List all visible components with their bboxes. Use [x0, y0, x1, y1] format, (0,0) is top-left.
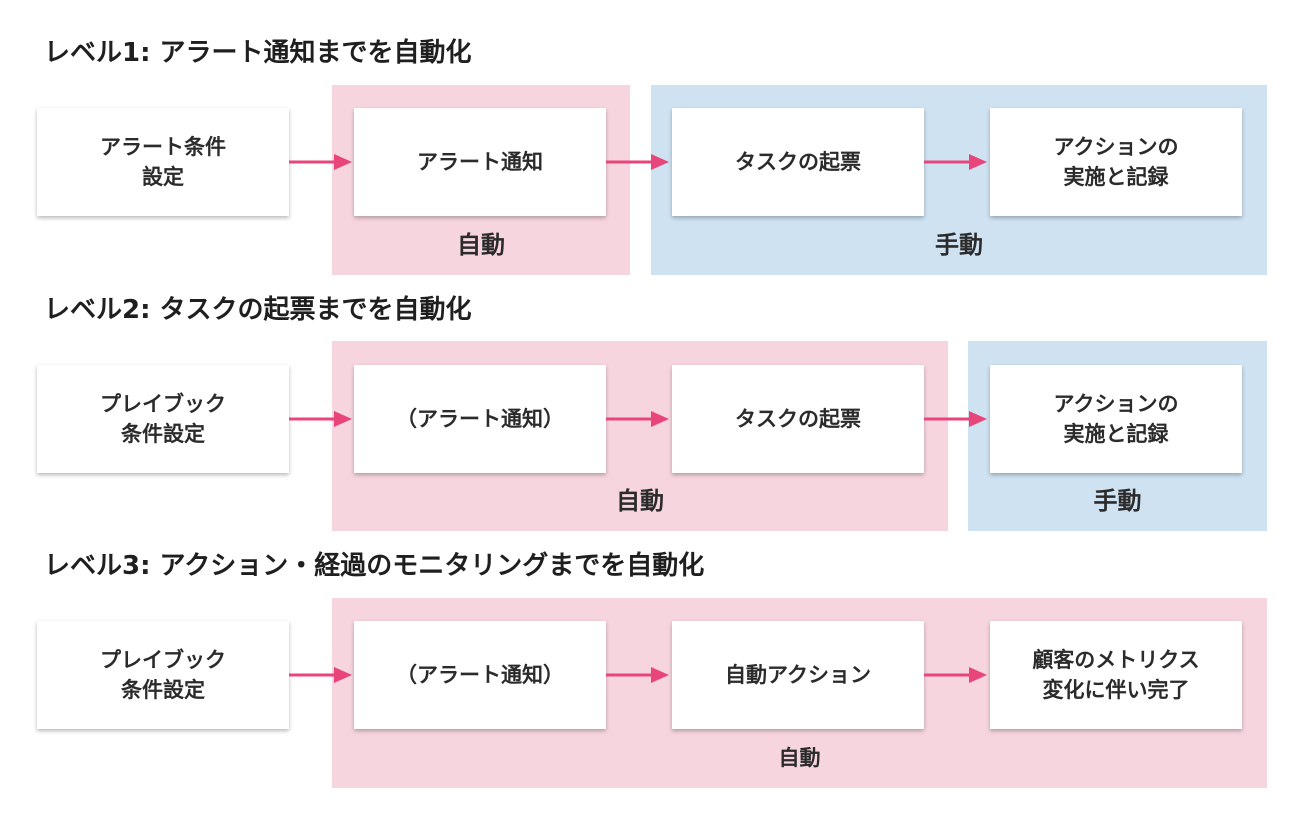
level-3-auto-label: 自動 — [778, 746, 821, 770]
level-1-step-1: アラート条件 設定 — [37, 108, 289, 216]
level-1-manual-label: 手動 — [935, 231, 983, 259]
arrowhead-1-1 — [334, 154, 352, 170]
arrowhead-1-2 — [651, 154, 669, 170]
level-2-step-1-label: プレイブック 条件設定 — [100, 392, 226, 446]
level-2-step-4: アクションの 実施と記録 — [990, 365, 1242, 473]
level-1-step-2: アラート通知 — [354, 108, 606, 216]
level-3-step-4: 顧客のメトリクス 変化に伴い完了 — [990, 621, 1242, 729]
level-1-step-1-label: アラート条件 設定 — [100, 135, 226, 189]
level-3-step-3-label: 自動アクション — [725, 663, 871, 687]
level-1-auto-label: 自動 — [457, 231, 505, 259]
level-3-step-1: プレイブック 条件設定 — [37, 621, 289, 729]
level-1-step-3-label: タスクの起票 — [735, 150, 861, 174]
level-1-step-4-label: アクションの 実施と記録 — [1053, 135, 1179, 189]
level-1-title: レベル1: アラート通知までを自動化 — [44, 38, 472, 68]
level-3-step-2-label: （アラート通知） — [396, 663, 564, 687]
level-1-step-2-label: アラート通知 — [417, 150, 543, 174]
arrowhead-2-1 — [334, 411, 352, 427]
level-2-step-3-label: タスクの起票 — [735, 407, 861, 431]
level-2-step-1: プレイブック 条件設定 — [37, 365, 289, 473]
arrowhead-3-1 — [334, 667, 352, 683]
arrowhead-2-3 — [969, 411, 987, 427]
level-2-title: レベル2: タスクの起票までを自動化 — [44, 295, 472, 325]
arrowhead-3-3 — [969, 667, 987, 683]
level-3-step-3: 自動アクション — [672, 621, 924, 729]
level-2-manual-label: 手動 — [1093, 487, 1142, 515]
level-1-step-3: タスクの起票 — [672, 108, 924, 216]
arrowhead-3-2 — [651, 667, 669, 683]
level-2-step-3: タスクの起票 — [672, 365, 924, 473]
level-2-step-2-label: （アラート通知） — [396, 407, 564, 431]
arrowhead-2-2 — [651, 411, 669, 427]
level-3-title: レベル3: アクション・経過のモニタリングまでを自動化 — [44, 551, 705, 581]
arrowhead-1-3 — [969, 154, 987, 170]
level-3-step-1-label: プレイブック 条件設定 — [100, 648, 226, 702]
level-1-step-4: アクションの 実施と記録 — [990, 108, 1242, 216]
level-2-step-2: （アラート通知） — [354, 365, 606, 473]
level-3-step-2: （アラート通知） — [354, 621, 606, 729]
level-2-step-4-label: アクションの 実施と記録 — [1053, 392, 1179, 446]
level-3-step-4-label: 顧客のメトリクス 変化に伴い完了 — [1032, 648, 1200, 702]
level-2-auto-label: 自動 — [616, 487, 664, 515]
